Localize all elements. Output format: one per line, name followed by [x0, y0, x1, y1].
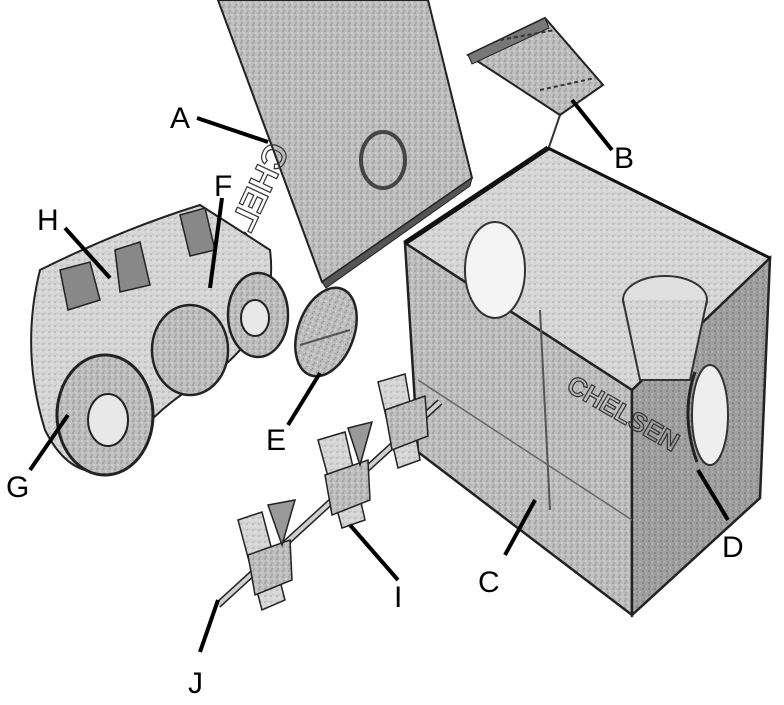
housing-hole-back [464, 221, 526, 319]
paddle-wheel-2 [317, 420, 374, 529]
label-h: H [37, 204, 59, 237]
label-e: E [266, 424, 286, 457]
leader-d [696, 468, 730, 522]
label-j: J [188, 667, 203, 700]
paddle-wheel-3 [377, 373, 429, 469]
part-ij-paddle-shaft [215, 373, 443, 612]
label-d: D [722, 531, 744, 564]
part-e-disc [294, 286, 358, 378]
paddle-wheel-1 [237, 499, 297, 612]
part-labels: A B C D E F G H I J [6, 102, 744, 700]
label-f: F [214, 170, 232, 203]
leader-e [286, 371, 322, 427]
leader-f [208, 197, 224, 289]
leader-i [348, 523, 400, 582]
label-b: B [614, 142, 634, 175]
label-i: I [394, 581, 402, 614]
leader-b [570, 98, 614, 152]
leader-g [28, 413, 70, 472]
drum-middle-end [150, 303, 230, 397]
leader-a [196, 116, 269, 144]
leader-c [503, 499, 537, 556]
leader-j [198, 599, 220, 653]
label-a: A [170, 102, 190, 135]
part-b-tray [465, 16, 605, 151]
label-g: G [6, 471, 29, 504]
part-d-side-ring [686, 371, 699, 463]
leader-lines [28, 98, 730, 653]
part-c-housing: CHELSEN [403, 145, 772, 618]
label-c: C [478, 566, 500, 599]
part-fgh-drum-assembly [30, 203, 290, 477]
lid-hole [359, 130, 407, 190]
leader-h [63, 226, 112, 280]
housing-side-hole [691, 364, 729, 466]
